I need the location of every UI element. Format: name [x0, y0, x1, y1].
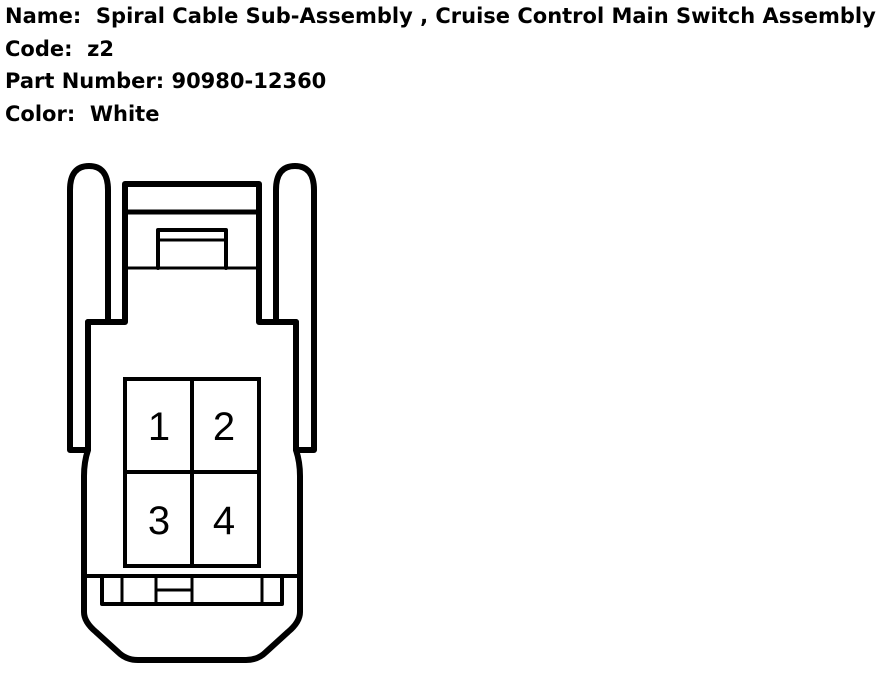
pin-label-2: 2	[213, 405, 235, 449]
part-info: Name: Spiral Cable Sub-Assembly , Cruise…	[5, 0, 876, 130]
name-row: Name: Spiral Cable Sub-Assembly , Cruise…	[5, 0, 876, 33]
right-latch-arm	[273, 163, 317, 453]
code-value: z2	[87, 36, 114, 61]
left-latch-arm	[67, 163, 111, 453]
pin-grid	[123, 377, 261, 568]
code-row: Code: z2	[5, 33, 876, 66]
pin-label-1: 1	[148, 405, 170, 449]
part-number-row: Part Number: 90980-12360	[5, 65, 876, 98]
name-label: Name:	[5, 4, 82, 28]
code-label: Code:	[5, 36, 73, 61]
part-number-value: 90980-12360	[171, 69, 327, 93]
locking-tab	[156, 228, 228, 270]
pin-label-4: 4	[213, 499, 235, 543]
pin-labels: 1 2 3 4	[148, 405, 235, 543]
color-label: Color:	[5, 101, 76, 126]
part-number-label: Part Number:	[5, 69, 165, 93]
color-value: White	[89, 101, 160, 126]
connector-body	[81, 181, 303, 663]
color-row: Color: White	[5, 98, 876, 131]
name-value: Spiral Cable Sub-Assembly , Cruise Contr…	[95, 4, 876, 28]
pin-label-3: 3	[148, 499, 170, 543]
